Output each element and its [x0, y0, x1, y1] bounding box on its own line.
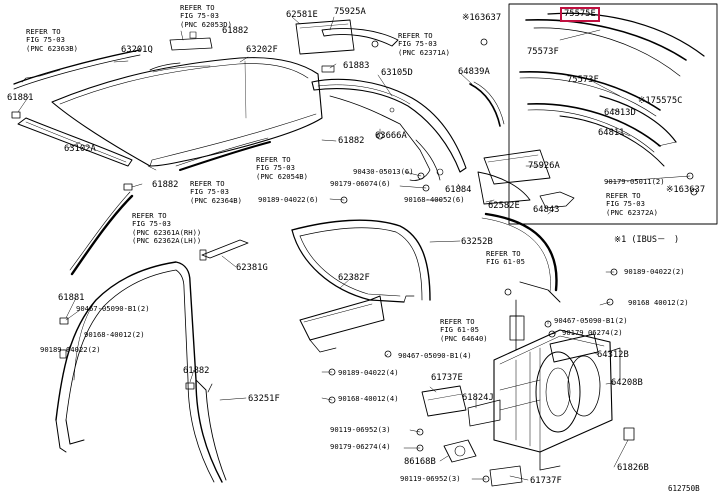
label-64813D: 64813D — [604, 108, 636, 118]
ref-62364B[interactable]: REFER TO FIG 75-03 (PNC 62364B) — [190, 179, 242, 205]
label-61882-top: 61882 — [222, 26, 249, 36]
label-62381G: 62381G — [236, 263, 268, 273]
label-61824J: 61824J — [462, 393, 494, 403]
fastener-90189-04022-4: 90189-04022(4) — [338, 368, 399, 377]
label-86168B: 86168B — [404, 457, 436, 467]
label-61882-low: 61882 — [183, 366, 210, 376]
label-61881-low: 61881 — [58, 293, 85, 303]
fastener-90179-06074: 90179-06074(6) — [330, 179, 391, 188]
fastener-90168-40012-2b: 90168-40012(2) — [84, 330, 145, 339]
trim-strip — [179, 141, 271, 171]
label-61881-left: 61881 — [7, 93, 34, 103]
label-63252B: 63252B — [461, 237, 493, 247]
label-61883: 61883 — [343, 61, 370, 71]
rear-frame-63105D — [311, 78, 467, 181]
fastener-90430-05013: 90430-05013(6) — [353, 167, 414, 176]
fastener-90119-06952-b: 90119-06952(3) — [400, 474, 461, 483]
clip-61881 — [11, 111, 21, 119]
label-63251F: 63251F — [248, 394, 280, 404]
label-75573F-b: 75573F — [567, 75, 599, 85]
rear-header-shape — [17, 117, 133, 167]
ref-64640[interactable]: REFER TO FIG 61-05 (PNC 64640) — [440, 317, 488, 343]
label-61737F: 61737F — [530, 476, 562, 486]
fastener-90179-06274-2: 90179 06274(2) — [562, 328, 623, 337]
ref-62053D[interactable]: REFER TO FIG 75-03 (PNC 62053D) — [180, 3, 232, 29]
fastener-90179-06274-4: 90179-06274(4) — [330, 442, 391, 451]
label-75573F-a: 75573F — [527, 47, 559, 57]
bracket-62053D — [169, 37, 213, 51]
bracket-62382F — [299, 295, 385, 353]
bracket-64312B — [549, 333, 599, 363]
panel-62581E — [295, 19, 355, 55]
roof-panel-shape — [51, 57, 323, 167]
label-75926A: 75926A — [528, 161, 560, 171]
label-75925A: 75925A — [334, 7, 366, 17]
panel-62582E — [477, 171, 531, 205]
label-63201Q: 63201Q — [121, 45, 153, 55]
label-64208B: 64208B — [611, 378, 643, 388]
label-63102A: 63102A — [64, 144, 96, 154]
label-64839A: 64839A — [458, 67, 490, 77]
roof-rail-shape — [13, 49, 141, 90]
ref-62361A-62362A[interactable]: REFER TO FIG 75-03 (PNC 62361A(RH)) (PNC… — [132, 211, 202, 246]
clip-low-61881 — [59, 317, 69, 325]
label-64843: 64843 — [533, 205, 560, 215]
fastener-90168-40052: 90168-40052(6) — [404, 195, 465, 204]
label-61882-right: 61882 — [338, 136, 365, 146]
fastener-90467-05090-B1-2b: 90467-05090-B1(2) — [76, 304, 150, 313]
label-64811: 64811 — [598, 128, 625, 138]
ref-fig-61-05[interactable]: REFER TO FIG 61-05 — [486, 249, 525, 267]
fastener-90189-04022-2a: 90189-04022(2) — [624, 267, 685, 276]
fastener-90168-40012-4: 90168-40012(4) — [338, 394, 399, 403]
fastener-90189-04022-6: 90189-04022(6) — [258, 195, 319, 204]
inset-mouldings — [519, 12, 705, 167]
quarter-frame-shape — [291, 219, 431, 303]
weatherstrip-long — [481, 212, 561, 303]
ref-62054B[interactable]: REFER TO FIG 75-03 (PNC 62054B) — [256, 155, 308, 181]
label-62382F: 62382F — [338, 273, 370, 283]
fastener-90119-06952-a: 90119-06952(3) — [330, 425, 391, 434]
weatherstrip-64839A — [469, 81, 505, 127]
fastener-90189-04022-2b: 90189-04022(2) — [40, 345, 101, 354]
label-63105D: 63105D — [381, 68, 413, 78]
clip-61882 — [123, 183, 133, 191]
label-61884: 61884 — [445, 185, 472, 195]
clip-low-61882 — [185, 382, 195, 390]
ref-62372A[interactable]: REFER TO FIG 75-03 (PNC 62372A) — [606, 191, 658, 217]
inset-box — [508, 3, 718, 225]
label-63202F: 63202F — [246, 45, 278, 55]
moulding-75925A — [321, 28, 399, 47]
label-62582E: 62582E — [488, 201, 520, 211]
side-weatherstrip-shape — [69, 191, 134, 276]
label-63637-mid: ※163637 — [666, 185, 706, 195]
speaker-86168B — [443, 439, 477, 463]
diagram-id: 612750B — [668, 484, 700, 493]
mechanism-assembly — [493, 329, 621, 471]
label-64312B: 64312B — [597, 350, 629, 360]
fastener-90467-05090-B1-4: 90467-05090-B1(4) — [398, 351, 472, 360]
label-75575E-highlighted[interactable]: 75575E — [560, 7, 600, 22]
ref-62363B[interactable]: REFER TO FIG 75-03 (PNC 62363B) — [26, 27, 78, 53]
label-75575C: ※175575C — [638, 96, 683, 106]
label-61882-mid: 61882 — [152, 180, 179, 190]
label-62581E: 62581E — [286, 10, 318, 20]
fastener-90179-05011: 90179-05011(2) — [604, 177, 665, 186]
leader-lines — [17, 16, 691, 481]
fastener-90168-40012-2a: 90168 40012(2) — [628, 298, 689, 307]
fastener-90467-05090-B1-2a: 90467-05090-B1(2) — [554, 316, 628, 325]
plate-61826B — [623, 427, 635, 441]
note-ibus: ※1 (IBUS－ ) — [614, 235, 680, 245]
label-61826B: 61826B — [617, 463, 649, 473]
pillar-frame-shape — [55, 261, 227, 483]
label-63666A: 63666A — [375, 131, 407, 141]
label-63637-top: ※163637 — [462, 13, 502, 23]
label-61737E: 61737E — [431, 373, 463, 383]
seal-62381G — [201, 239, 249, 259]
bracket-61737E — [421, 385, 467, 417]
ref-62371A[interactable]: REFER TO FIG 75-03 (PNC 62371A) — [398, 31, 450, 57]
